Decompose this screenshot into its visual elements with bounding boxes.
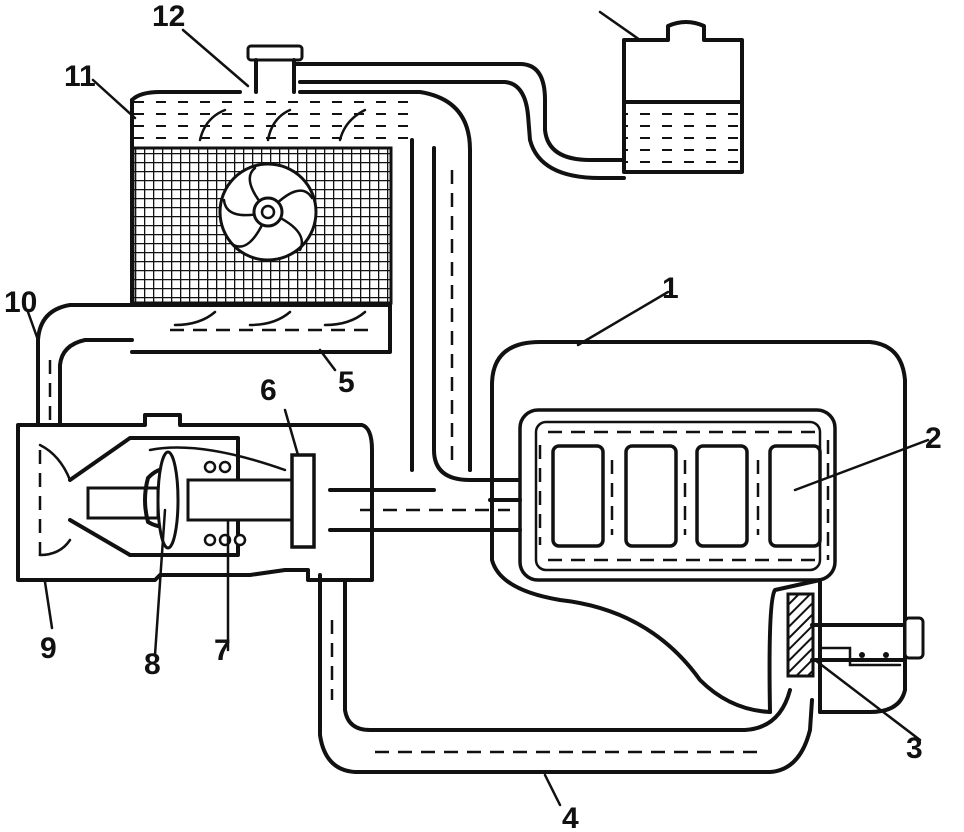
label-12: 12 bbox=[152, 0, 185, 33]
radiator-top-tank-water bbox=[132, 100, 412, 148]
cylinder-2 bbox=[624, 444, 678, 548]
label-6: 6 bbox=[260, 374, 277, 407]
pump-pulley bbox=[290, 453, 316, 549]
leader-lines bbox=[26, 10, 930, 807]
radiator-cap bbox=[246, 44, 304, 94]
sensor-plug bbox=[903, 616, 925, 660]
cylinder-1 bbox=[551, 444, 605, 548]
overflow-hose-inner bbox=[298, 80, 626, 180]
upper-hose bbox=[410, 138, 522, 482]
water-pump bbox=[16, 413, 374, 582]
engine-block bbox=[490, 340, 907, 714]
label-8: 8 bbox=[144, 648, 161, 681]
label-5: 5 bbox=[338, 366, 355, 399]
label-2: 2 bbox=[925, 422, 942, 455]
thermostat bbox=[767, 578, 925, 714]
expansion-reservoir bbox=[622, 20, 744, 174]
overflow-hose bbox=[292, 62, 626, 162]
pump-bearing bbox=[186, 478, 302, 522]
label-3: 3 bbox=[906, 732, 923, 765]
label-10: 10 bbox=[4, 286, 37, 319]
label-11: 11 bbox=[64, 60, 96, 93]
impeller bbox=[156, 450, 180, 550]
pump-outlet-pipe bbox=[328, 488, 522, 532]
label-4: 4 bbox=[562, 802, 579, 832]
label-1: 1 bbox=[662, 272, 679, 305]
cylinder-4 bbox=[768, 444, 822, 548]
label-7: 7 bbox=[214, 634, 231, 667]
fan-icon bbox=[218, 162, 318, 262]
radiator-outlet-hose bbox=[36, 303, 134, 427]
label-9: 9 bbox=[40, 632, 57, 665]
radiator bbox=[130, 90, 472, 472]
lower-hose bbox=[318, 573, 814, 774]
cylinder-3 bbox=[695, 444, 749, 548]
